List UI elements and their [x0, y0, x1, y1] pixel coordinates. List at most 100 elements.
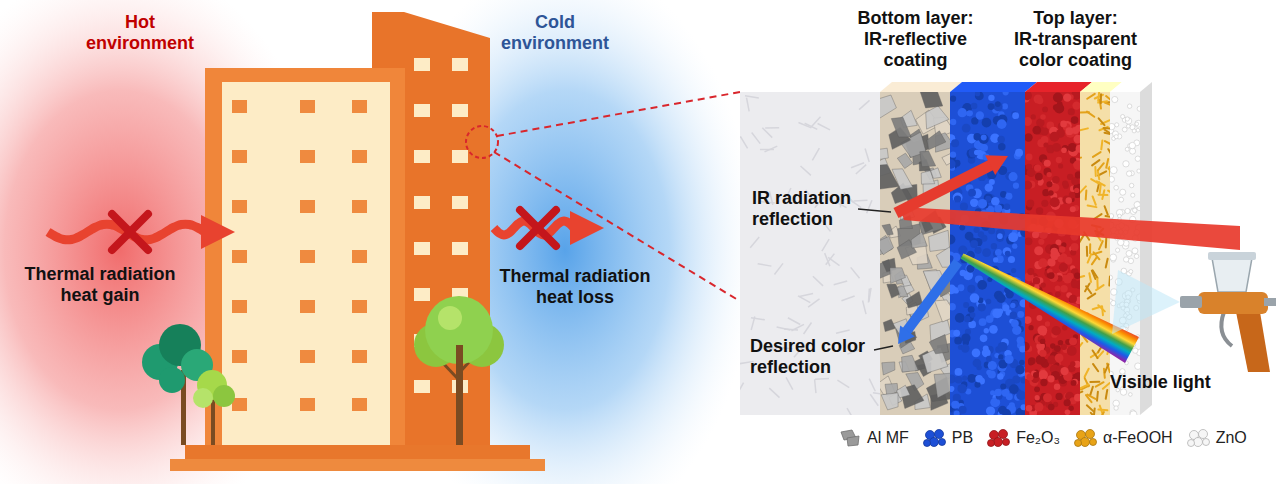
pb-layer — [992, 308, 1002, 318]
zno-layer — [1115, 123, 1119, 127]
substrate-layer — [788, 318, 800, 325]
window — [232, 250, 247, 263]
fe2o3-layer — [1068, 108, 1075, 115]
fe2o3-layer — [1041, 282, 1046, 287]
zno-layer — [1114, 135, 1118, 139]
fe2o3-layer — [1062, 180, 1068, 186]
substrate-layer — [873, 393, 880, 395]
window — [300, 150, 315, 163]
feooh-layer — [1093, 364, 1098, 371]
substrate-layer — [851, 163, 864, 168]
fe2o3-layer — [1068, 406, 1073, 411]
fe2o3-layer — [1038, 239, 1044, 245]
pb-layer — [1005, 251, 1011, 257]
pb-layer — [975, 92, 980, 96]
fe2o3-layer — [1058, 340, 1063, 345]
pb-layer — [1016, 390, 1025, 400]
pb-layer — [966, 111, 971, 116]
zno-layer — [1126, 124, 1130, 128]
zno-layer — [1125, 147, 1129, 151]
visible-light-beam — [961, 253, 1140, 363]
fe2o3-layer — [1025, 237, 1032, 245]
fe2o3-layer — [1038, 326, 1048, 336]
substrate-layer — [740, 92, 880, 415]
fe2o3-layer — [1074, 188, 1079, 193]
fe2o3-layer — [1041, 127, 1049, 135]
legend-swatch — [847, 436, 859, 446]
pb-layer — [996, 294, 1005, 303]
window — [300, 250, 315, 263]
substrate-layer — [770, 191, 773, 205]
substrate-layer — [751, 318, 765, 320]
zno-layer — [1127, 104, 1131, 108]
ir-incoming-beam — [900, 207, 1240, 250]
fe2o3-layer — [1026, 405, 1033, 412]
zno-layer — [1137, 169, 1140, 173]
tree — [456, 345, 463, 385]
fe2o3-layer — [1037, 97, 1044, 104]
window — [352, 200, 367, 213]
fe2o3-layer — [1040, 339, 1045, 344]
pb-layer — [971, 103, 977, 109]
feooh-layer — [1104, 127, 1110, 130]
fe2o3-layer — [1071, 281, 1079, 289]
al-flake-layer — [934, 373, 950, 398]
leader-line — [858, 209, 893, 350]
pb-layer — [1015, 365, 1024, 374]
fe2o3-layer — [1036, 119, 1044, 127]
feooh-layer — [1093, 252, 1102, 255]
blocked-mark — [520, 210, 556, 246]
fe2o3-layer — [1058, 163, 1063, 168]
fe2o3-layer — [1050, 132, 1060, 142]
pb-layer — [955, 376, 963, 384]
feooh-layer — [1080, 111, 1089, 113]
fe2o3-layer — [1034, 386, 1040, 392]
pb-layer — [998, 354, 1003, 359]
fe2o3-layer — [1071, 380, 1077, 386]
fe2o3-layer — [1036, 207, 1043, 214]
pb-layer — [1002, 389, 1010, 397]
fe2o3-layer — [1027, 268, 1034, 275]
substrate-layer — [826, 254, 835, 265]
fe2o3-layer — [1054, 345, 1061, 352]
fe2o3-layer — [1069, 295, 1077, 303]
pb-layer — [998, 342, 1008, 352]
substrate-layer — [822, 239, 829, 251]
zno-layer — [1112, 96, 1118, 102]
substrate-layer — [747, 98, 750, 112]
leader-line — [858, 209, 891, 212]
pb-layer — [950, 387, 954, 392]
feooh-layer — [1086, 247, 1088, 256]
pb-layer — [983, 346, 989, 352]
zoom-callout — [497, 92, 740, 136]
window — [414, 58, 430, 71]
feooh-layer — [1093, 350, 1098, 358]
pb-layer — [974, 382, 980, 388]
fe2o3-layer — [1033, 277, 1040, 284]
pb-layer — [957, 384, 966, 393]
window — [452, 58, 468, 71]
pb-layer — [970, 240, 978, 248]
fe2o3-layer — [1041, 330, 1047, 336]
fe2o3-layer — [1055, 393, 1062, 400]
substrate-layer — [847, 408, 854, 415]
spray-mist — [1112, 270, 1180, 334]
radiation-label: Thermal radiation heat loss — [485, 266, 665, 308]
substrate-layer — [851, 267, 860, 278]
legend-swatch — [1187, 440, 1194, 447]
zno-layer — [1135, 363, 1140, 370]
al-flake-layer — [929, 335, 948, 354]
legend-text: Al MF — [867, 428, 909, 448]
zno-layer — [1118, 214, 1122, 218]
pb-layer — [967, 374, 976, 383]
legend-swatch — [1089, 439, 1096, 446]
pb-layer — [995, 101, 1001, 107]
fe2o3-layer — [1058, 256, 1064, 262]
feooh-layer — [1092, 160, 1099, 165]
substrate-layer — [870, 394, 878, 405]
legend-item: α-FeOOH — [1074, 428, 1173, 448]
al-flake-layer — [883, 319, 895, 331]
feooh-layer — [1093, 196, 1096, 204]
substrate-layer — [836, 330, 850, 333]
fe2o3-layer — [1066, 127, 1074, 135]
